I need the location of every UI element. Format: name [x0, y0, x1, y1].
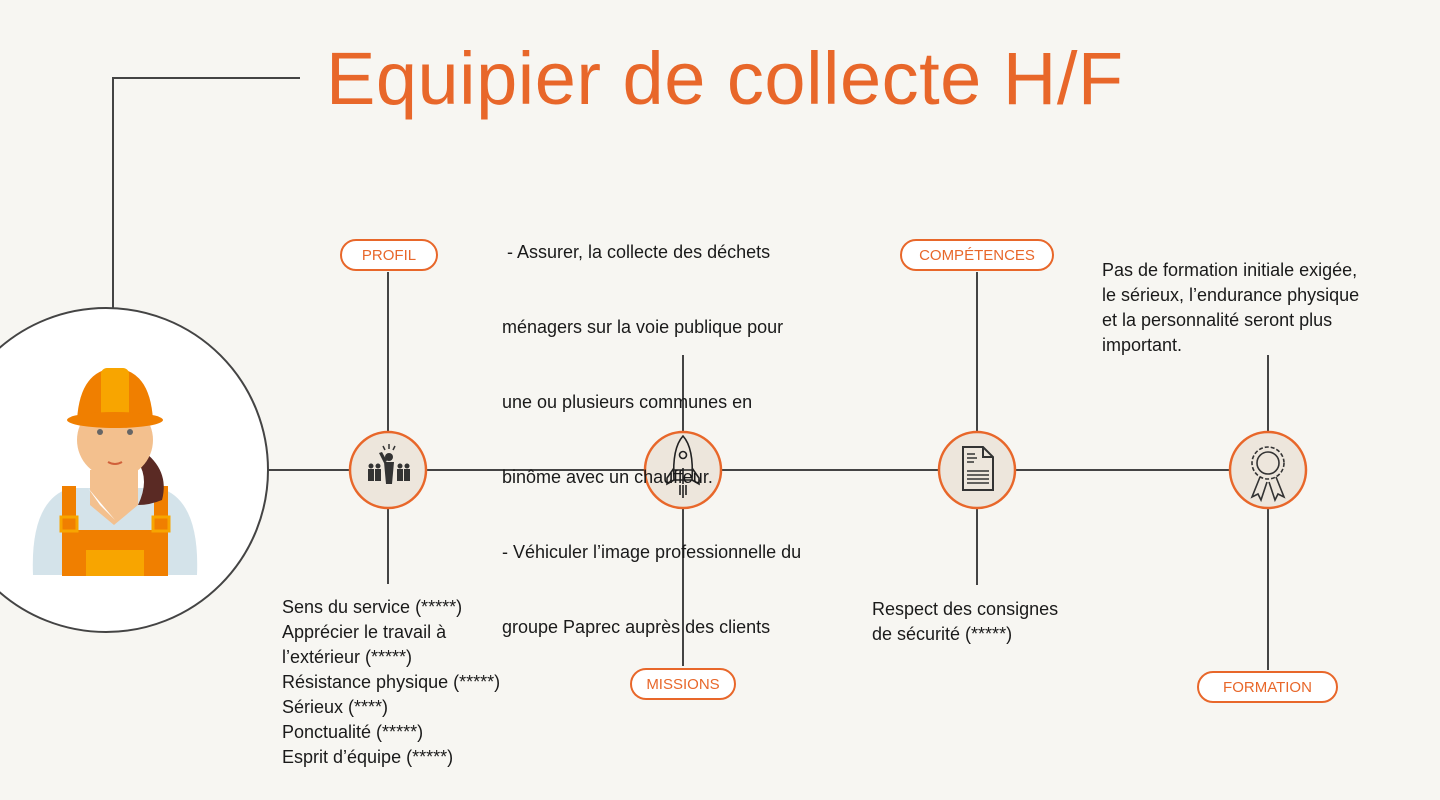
connector-line [112, 77, 300, 308]
list-item: le sérieux, l’endurance physique [1102, 285, 1360, 305]
list-item: de sécurité (*****) [872, 624, 1013, 644]
document-icon [962, 446, 994, 491]
missions-text: - Assurer, la collecte des déchets ménag… [502, 190, 801, 665]
worker-avatar [0, 307, 269, 633]
list-item: Pas de formation initiale exigée, [1102, 260, 1358, 280]
formation-node [1228, 430, 1308, 510]
list-item: l’extérieur (*****) [282, 647, 413, 667]
list-item: Esprit d’équipe (*****) [282, 747, 454, 767]
list-item: une ou plusieurs communes en [502, 392, 753, 412]
formation-label: FORMATION [1197, 671, 1338, 703]
list-item: ménagers sur la voie publique pour [502, 317, 784, 337]
formation-text: Pas de formation initiale exigée, le sér… [1102, 258, 1359, 358]
competences-node [937, 430, 1017, 510]
list-item: - Véhiculer l’image professionnelle du [502, 542, 802, 562]
list-item: important. [1102, 335, 1183, 355]
missions-label: MISSIONS [630, 668, 736, 700]
leader-group-icon [368, 444, 410, 484]
competences-text: Respect des consignes de sécurité (*****… [872, 597, 1058, 647]
award-ribbon-icon [1250, 446, 1286, 503]
list-item: Résistance physique (*****) [282, 672, 501, 692]
page-title: Equipier de collecte H/F [326, 37, 1124, 120]
rocket-icon [666, 434, 700, 498]
list-item: binôme avec un chauffeur. [502, 467, 713, 487]
profil-label: PROFIL [340, 239, 438, 271]
list-item: Sens du service (*****) [282, 597, 463, 617]
profil-text: Sens du service (*****) Apprécier le tra… [282, 595, 500, 770]
list-item: Ponctualité (*****) [282, 722, 424, 742]
competences-label: COMPÉTENCES [900, 239, 1054, 271]
list-item: Respect des consignes [872, 599, 1059, 619]
list-item: - Assurer, la collecte des déchets [502, 242, 771, 262]
list-item: Apprécier le travail à [282, 622, 447, 642]
list-item: et la personnalité seront plus [1102, 310, 1333, 330]
list-item: groupe Paprec auprès des clients [502, 617, 771, 637]
list-item: Sérieux (****) [282, 697, 389, 717]
